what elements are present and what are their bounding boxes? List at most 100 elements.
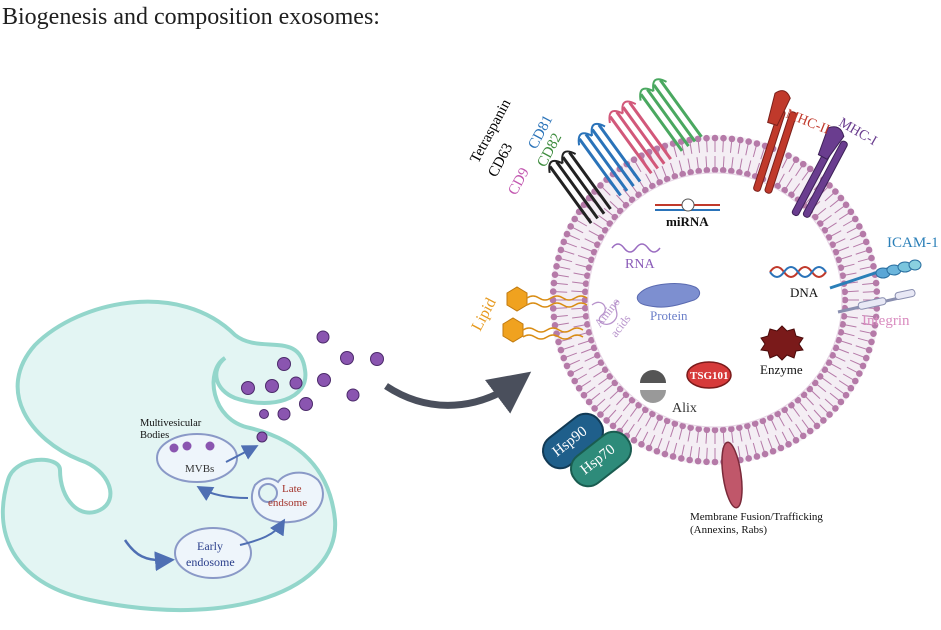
lipid-head	[601, 366, 609, 373]
lipid-head	[616, 385, 624, 393]
lipid-head	[781, 186, 788, 194]
lipid-head	[622, 201, 630, 209]
lipid-head	[711, 458, 719, 466]
lipid-head	[678, 455, 685, 462]
alix-icon	[640, 370, 666, 403]
lipid-head	[720, 134, 727, 142]
cell: MVBs Multivesicular Bodies Late endsome …	[0, 299, 384, 613]
lipid-head	[813, 422, 821, 430]
lipid-head	[553, 263, 560, 270]
lipid-head	[839, 272, 846, 279]
lipid-head	[870, 263, 877, 270]
lipid-head	[594, 241, 601, 248]
lipid-head	[832, 188, 839, 195]
lipid-head	[703, 426, 711, 434]
lipid-head	[821, 366, 829, 373]
lipid-head	[597, 359, 605, 366]
label-enzyme: Enzyme	[760, 362, 803, 377]
lipid-head	[622, 391, 630, 399]
hsp70-icon	[569, 430, 633, 488]
lipid-head	[829, 241, 836, 248]
lipid-head	[745, 138, 752, 145]
lipid-head	[761, 450, 769, 458]
lipid-head	[728, 135, 736, 143]
lipid-head	[837, 264, 845, 271]
lipid-head	[584, 272, 591, 279]
lipid-head	[582, 312, 590, 320]
lipid-head	[832, 248, 840, 256]
tetraspanin-group	[548, 78, 703, 224]
lipid-head	[753, 140, 761, 147]
mvb: MVBs	[156, 433, 238, 483]
lipid-head	[859, 230, 867, 238]
lipid-head	[580, 391, 588, 399]
lipid-head	[856, 223, 863, 230]
lipid-head	[694, 135, 702, 143]
lipid-head	[799, 160, 807, 168]
lipid-head	[777, 444, 785, 452]
lipid-head	[767, 414, 774, 421]
label-fusion-line2: (Annexins, Rabs)	[690, 524, 767, 536]
mhc1-molecule	[791, 126, 848, 218]
lipid-head	[872, 279, 880, 287]
lipid-head	[873, 288, 881, 295]
lipid-head	[769, 447, 777, 455]
lipid-head	[847, 208, 855, 216]
lipid-head	[835, 256, 842, 264]
lipid-head	[872, 313, 880, 321]
lipid-head	[635, 401, 642, 409]
lipid-head	[711, 166, 719, 174]
lipid-head	[759, 417, 767, 425]
lipid-head	[638, 441, 645, 448]
lipid-head	[744, 170, 751, 178]
lipid-head	[642, 186, 649, 194]
lipid-head	[832, 405, 839, 412]
lipid-head	[695, 167, 703, 175]
lipid-head	[671, 420, 679, 427]
lipid-head	[751, 420, 759, 427]
mirna-icon	[655, 198, 720, 212]
lipid-head	[567, 370, 574, 377]
lipid-head	[560, 238, 568, 246]
lipid-head	[870, 330, 877, 337]
lipid-head	[581, 288, 589, 296]
lipid-head	[794, 396, 802, 404]
lipid-head	[661, 450, 669, 458]
lipid-head	[737, 136, 744, 144]
lipid-head	[792, 156, 800, 164]
label-dna: DNA	[790, 285, 819, 300]
lipid-head	[628, 396, 636, 404]
lipid-head	[840, 312, 848, 320]
amino-acids-icon	[591, 300, 619, 325]
lipid-head	[582, 280, 590, 288]
lipid-head	[837, 329, 845, 336]
lipid-head	[616, 207, 624, 215]
inner-lipid-heads	[571, 156, 859, 444]
lipid-head	[549, 288, 557, 295]
lipid-head	[744, 422, 751, 430]
lipid-head	[774, 410, 781, 418]
lipid-head	[788, 191, 795, 199]
lipid-head	[679, 422, 686, 430]
label-lipid: Lipid	[469, 295, 500, 334]
protein-icon	[636, 283, 701, 308]
lipid-head	[859, 362, 867, 370]
lipid-head	[719, 166, 727, 174]
mvb-label: MVBs	[185, 463, 214, 475]
mvb-caption-line1: Multivesicular	[140, 418, 202, 429]
lipid-head	[694, 457, 702, 465]
lipid-head	[609, 422, 617, 430]
lipid-head	[837, 194, 845, 202]
lipid-head	[868, 338, 875, 346]
label-fusion-line1: Membrane Fusion/Trafficking	[690, 511, 823, 523]
icam1-molecule	[829, 259, 922, 290]
label-rna: RNA	[625, 257, 655, 272]
lipid-head	[799, 432, 807, 440]
lipid-head	[868, 254, 875, 262]
lipid-head	[842, 201, 850, 209]
released-exosomes	[241, 330, 384, 443]
lipid-head	[555, 338, 562, 346]
lipid-head	[630, 156, 638, 164]
